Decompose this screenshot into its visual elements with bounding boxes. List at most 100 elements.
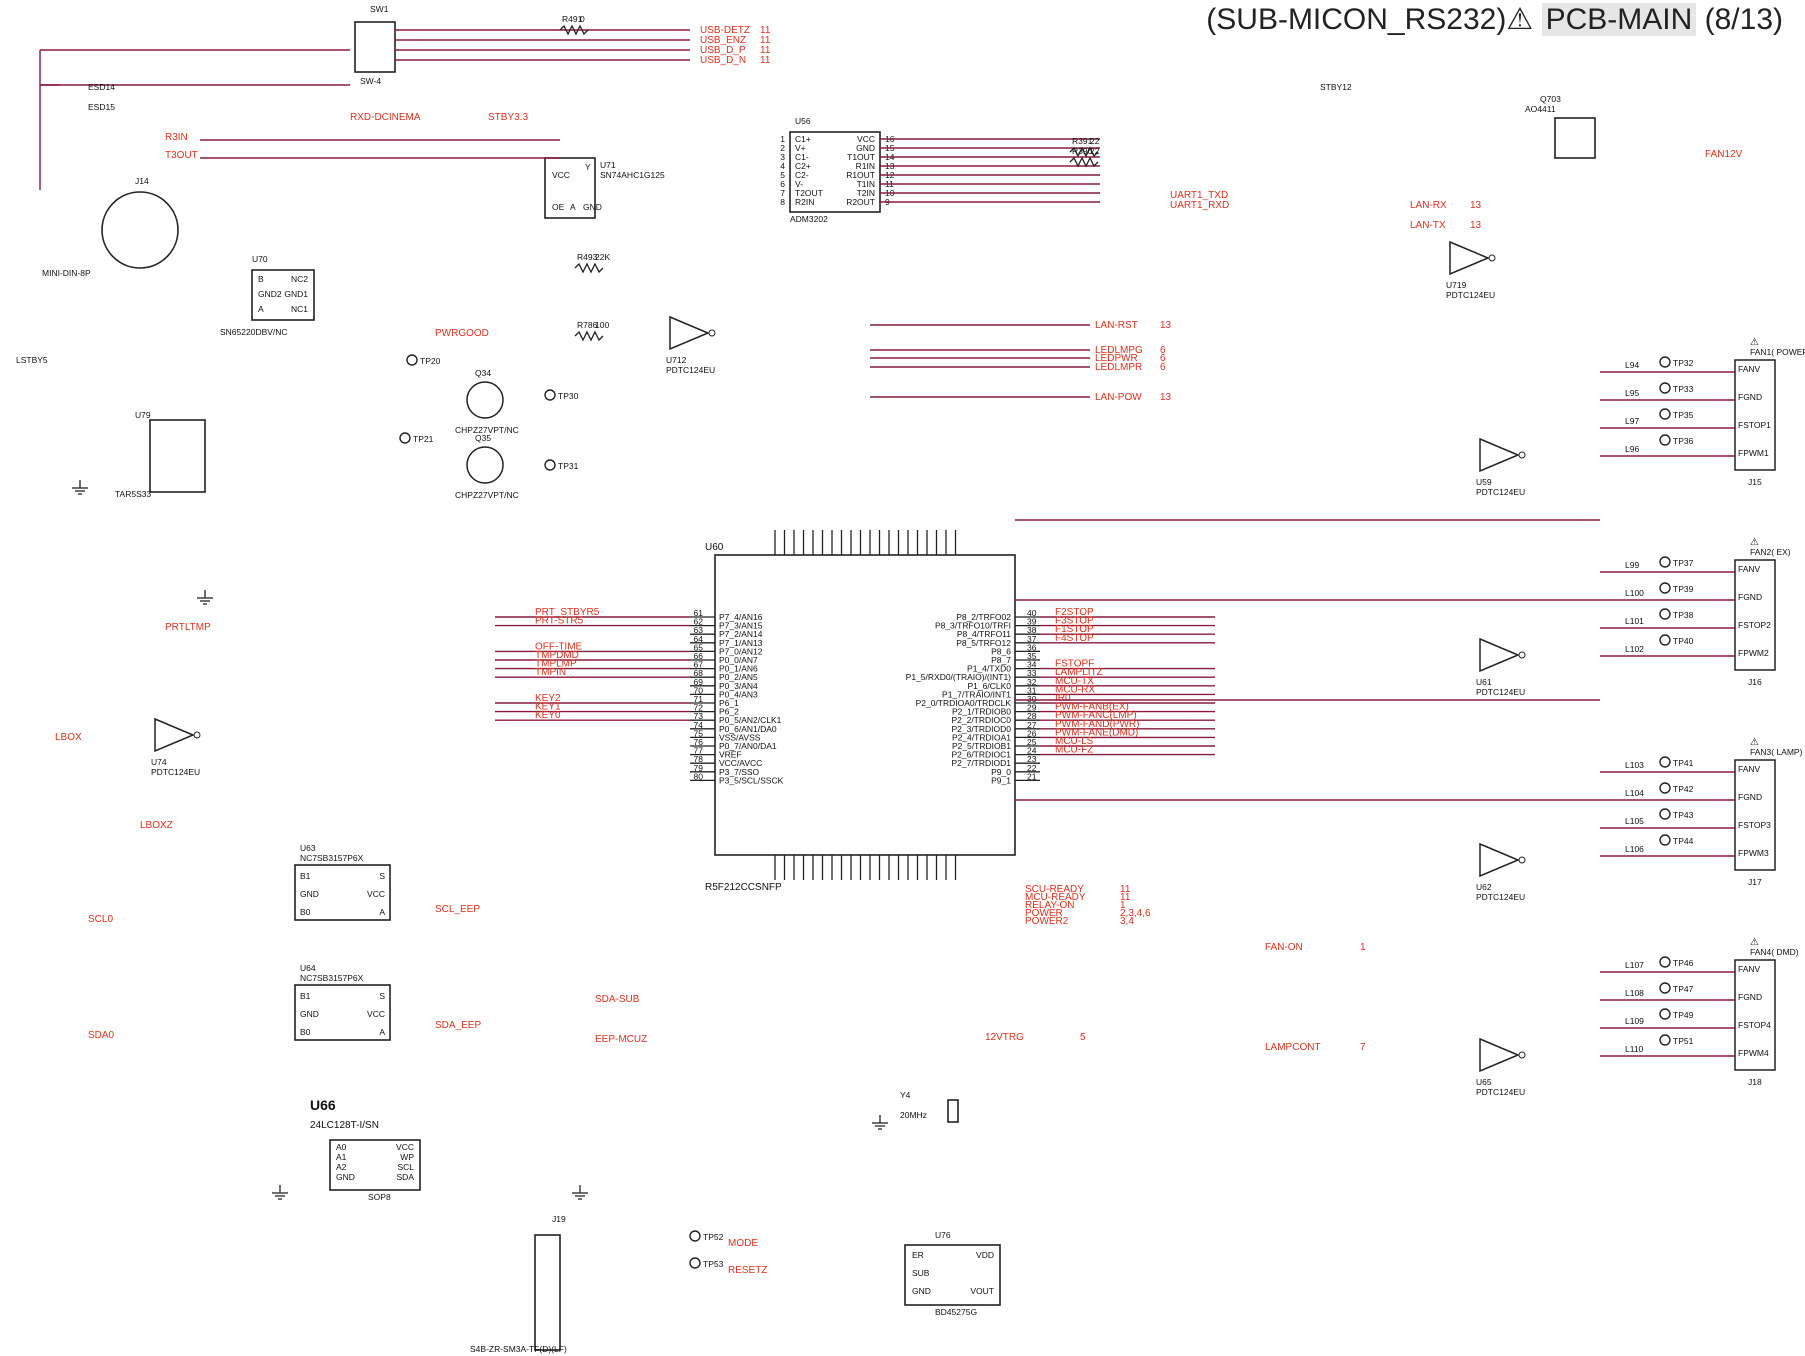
test-point-label: TP39: [1673, 584, 1694, 594]
mcu-pin-name: P2_3/TRDIOD0: [951, 724, 1011, 734]
mcu-pin-number: 37: [1027, 634, 1037, 644]
buffer-ref: U62: [1476, 882, 1492, 892]
test-point-icon: [1659, 982, 1671, 994]
u70-part: SN65220DBV/NC: [220, 327, 288, 337]
u76-pin: SUB: [912, 1268, 930, 1278]
mcu-pin-name: P2_7/TRDIOD1: [951, 758, 1011, 768]
buffer-triangle-icon: [1479, 1037, 1520, 1073]
test-point-icon: [544, 389, 556, 401]
test-point-label: TP53: [703, 1259, 724, 1269]
fan-connector-title: FAN1( POWER): [1750, 347, 1805, 357]
bottom-net-label: SCU-READY: [1025, 884, 1084, 895]
bottom-net-page: 11: [1120, 892, 1131, 903]
mcu-pin-number: 35: [1027, 651, 1037, 661]
test-point-label: TP36: [1673, 436, 1694, 446]
eeprom-pkg: SOP8: [368, 1192, 391, 1202]
inductor-ref: L110: [1625, 1044, 1644, 1054]
fan-pin-name: FSTOP4: [1738, 1020, 1771, 1030]
test-point-label: TP31: [558, 461, 579, 471]
transistor-icon: [466, 446, 504, 484]
warning-icon: ⚠: [1750, 937, 1759, 948]
mcu-pin-name: P1_6/CLK0: [968, 681, 1012, 691]
buffer-part: PDTC124EU: [1476, 1087, 1525, 1097]
buffer-triangle-icon: [1479, 842, 1520, 878]
mcu-pin-number: 66: [694, 651, 704, 661]
test-point-icon: [406, 354, 418, 366]
stby-label: STBY12: [1320, 82, 1352, 92]
mcu-pin-name: P8_6: [991, 646, 1011, 656]
mcu-pin-number: 21: [1027, 771, 1037, 781]
warning-icon: ⚠: [1506, 3, 1534, 36]
inductor-ref: L107: [1625, 960, 1644, 970]
mcu-pin-name: P8_2/TRFO02: [956, 612, 1011, 622]
u71-pin: GND: [583, 202, 602, 212]
mux-pin: S: [379, 991, 385, 1001]
resistor-icon: [574, 262, 604, 274]
mcu-pin-name: P0_6/AN1/DA0: [719, 724, 777, 734]
fan-pin-name: FSTOP3: [1738, 820, 1771, 830]
transistor-icon: [466, 381, 504, 419]
test-point-label: TP47: [1673, 984, 1694, 994]
u56-pin-name: R2IN: [795, 197, 814, 207]
mcu-pin-name: P6_2: [719, 707, 739, 717]
test-point-icon: [1659, 382, 1671, 394]
test-point-label: TP33: [1673, 384, 1694, 394]
mcu-pin-number: 67: [694, 660, 704, 670]
mux-body: [294, 984, 391, 1041]
j19-ref: J19: [552, 1214, 566, 1224]
bottom-net-page: 1: [1360, 942, 1366, 953]
u70-pin: NC2: [291, 274, 308, 284]
mux-pin: VCC: [367, 889, 385, 899]
inverter-bubble-icon: [708, 329, 716, 337]
bottom-net-label: 12VTRG: [985, 1032, 1024, 1043]
u56-pin-name: C2+: [795, 161, 811, 171]
mcu-pin-number: 79: [694, 763, 704, 773]
fan-connector-ref: J18: [1748, 1077, 1762, 1087]
inductor-ref: L96: [1625, 444, 1639, 454]
eeprom-pin: A2: [336, 1162, 347, 1172]
u79-body: [149, 419, 206, 493]
mcu-pin-name: P3_5/SCL/SSCK: [719, 775, 784, 785]
test-point-icon: [1659, 556, 1671, 568]
test-point-label: TP43: [1673, 810, 1694, 820]
mcu-pin-number: 77: [694, 746, 704, 756]
mcu-pin-name: P7_4/AN16: [719, 612, 763, 622]
mcu-pin-name: P0_0/AN7: [719, 655, 758, 665]
esd-ref: ESD15: [88, 102, 115, 112]
buffer-triangle-icon: [154, 717, 195, 753]
bottom-net-label: POWER: [1025, 908, 1063, 919]
eeprom-pin: WP: [400, 1152, 414, 1162]
mcu-pin-number: 38: [1027, 625, 1037, 635]
mcu-pin-number: 22: [1027, 763, 1037, 773]
u56-pin-name: C2-: [795, 170, 809, 180]
resistor-value: 22: [1090, 146, 1100, 156]
bottom-net-label: MCU-READY: [1025, 892, 1086, 903]
warning-icon: ⚠: [1750, 537, 1759, 548]
mux-pin: B0: [300, 1027, 311, 1037]
test-point-icon: [1659, 408, 1671, 420]
resistor-icon: [574, 330, 604, 342]
right-net-label: MCU-TX: [1055, 676, 1094, 687]
mcu-pin-number: 65: [694, 642, 704, 652]
test-point-icon: [689, 1230, 701, 1242]
u56-pin-number: 5: [780, 170, 785, 180]
sw1-ref: SW1: [370, 4, 389, 14]
mcu-pin-number: 25: [1027, 737, 1037, 747]
fan-connector-title: FAN2( EX): [1750, 547, 1791, 557]
bottom-net-page: 2,3,4,6: [1120, 908, 1151, 919]
mcu-pin-name: P1_4/TXD0: [967, 664, 1011, 674]
usb-net-page: 11: [760, 55, 771, 66]
u71-ref: U71: [600, 160, 616, 170]
buffer-part: PDTC124EU: [1476, 892, 1525, 902]
mcu-pin-number: 32: [1027, 677, 1037, 687]
mux-ref: U63: [300, 843, 316, 853]
net-label: SDA0: [88, 1030, 115, 1041]
u56-part: ADM3202: [790, 214, 828, 224]
fan-connector-body: [1734, 759, 1776, 871]
fan-connector-body: [1734, 559, 1776, 671]
u56-body: [789, 131, 881, 213]
mcu-pin-name: P7_3/AN15: [719, 621, 763, 631]
header-title: (SUB-MICON_RS232): [1206, 3, 1507, 36]
usb-net-label: USB_D_N: [700, 55, 746, 66]
mcu-part: R5F212CCSNFP: [705, 882, 782, 893]
